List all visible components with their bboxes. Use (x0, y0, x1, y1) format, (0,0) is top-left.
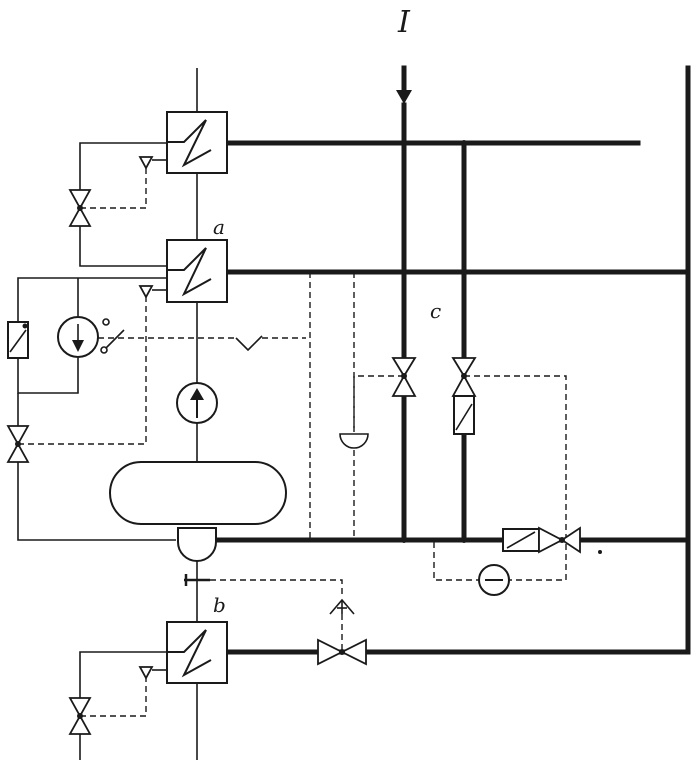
two-way-valve-icon[interactable] (339, 649, 345, 655)
label-inlet-I: I (397, 5, 411, 40)
control-c-loop (353, 375, 567, 596)
circulation-pump (176, 382, 218, 424)
label-a: a (213, 215, 225, 239)
bottom-control (184, 574, 367, 666)
junction-dots (401, 140, 467, 543)
bottom-valve-loop (68, 651, 167, 760)
heat-exchanger-b (166, 621, 228, 684)
heat-exchanger-a (166, 239, 228, 303)
inlet-arrow (396, 65, 412, 104)
two-way-valve-icon[interactable] (559, 537, 565, 543)
heat-exchanger-icon (167, 247, 212, 297)
main-pipes (207, 65, 691, 655)
label-c: c (430, 299, 441, 323)
temperature-sensor-icon (138, 156, 154, 170)
temperature-sensor-icon (138, 666, 154, 680)
heat-exchanger-icon (167, 629, 212, 678)
storage-tank (109, 461, 287, 562)
temperature-sensor-icon (138, 285, 154, 299)
heat-exchanger-icon (167, 119, 212, 168)
arrow-down-icon (396, 90, 412, 104)
heat-exchanger-top (166, 111, 228, 174)
top-valve-loop (68, 142, 167, 267)
column-valve-left (391, 357, 417, 397)
left-control-loop (6, 277, 306, 541)
storage-tank-icon (109, 461, 287, 525)
column-valve-right (451, 357, 477, 435)
dashed-signal-lines (309, 272, 369, 540)
tank-sump (177, 527, 217, 562)
outlet-valve (502, 526, 602, 554)
label-b: b (213, 593, 226, 617)
sensor-cup-icon (339, 433, 369, 449)
